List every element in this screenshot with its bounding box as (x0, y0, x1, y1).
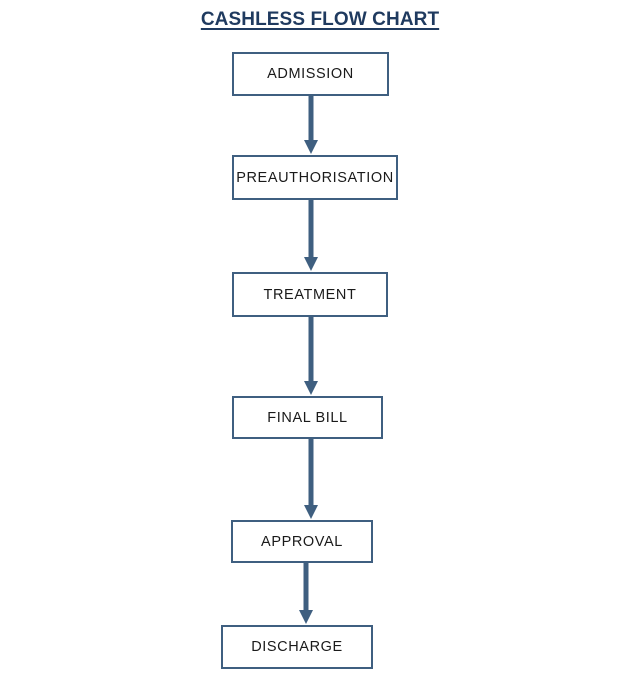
flow-node-label: PREAUTHORISATION (236, 169, 394, 186)
flow-node-label: APPROVAL (261, 533, 343, 550)
flow-node-final-bill[interactable]: FINAL BILL (232, 396, 383, 439)
arrow-down-icon-admission-to-preauthorisation (304, 96, 318, 154)
flow-node-treatment[interactable]: TREATMENT (232, 272, 388, 317)
flow-node-preauthorisation[interactable]: PREAUTHORISATION (232, 155, 398, 200)
arrow-down-icon-preauthorisation-to-treatment (304, 200, 318, 271)
flow-node-approval[interactable]: APPROVAL (231, 520, 373, 563)
flow-node-discharge[interactable]: DISCHARGE (221, 625, 373, 669)
arrow-down-icon-finalbill-to-approval (304, 439, 318, 519)
arrow-down-icon-approval-to-discharge (299, 563, 313, 624)
flow-node-label: DISCHARGE (251, 639, 343, 655)
flow-node-label: TREATMENT (263, 286, 357, 303)
page-title: CASHLESS FLOW CHART (200, 9, 440, 30)
flow-node-label: ADMISSION (267, 66, 354, 82)
arrow-down-icon-treatment-to-finalbill (304, 317, 318, 395)
flow-node-admission[interactable]: ADMISSION (232, 52, 389, 96)
flow-node-label: FINAL BILL (267, 409, 348, 426)
